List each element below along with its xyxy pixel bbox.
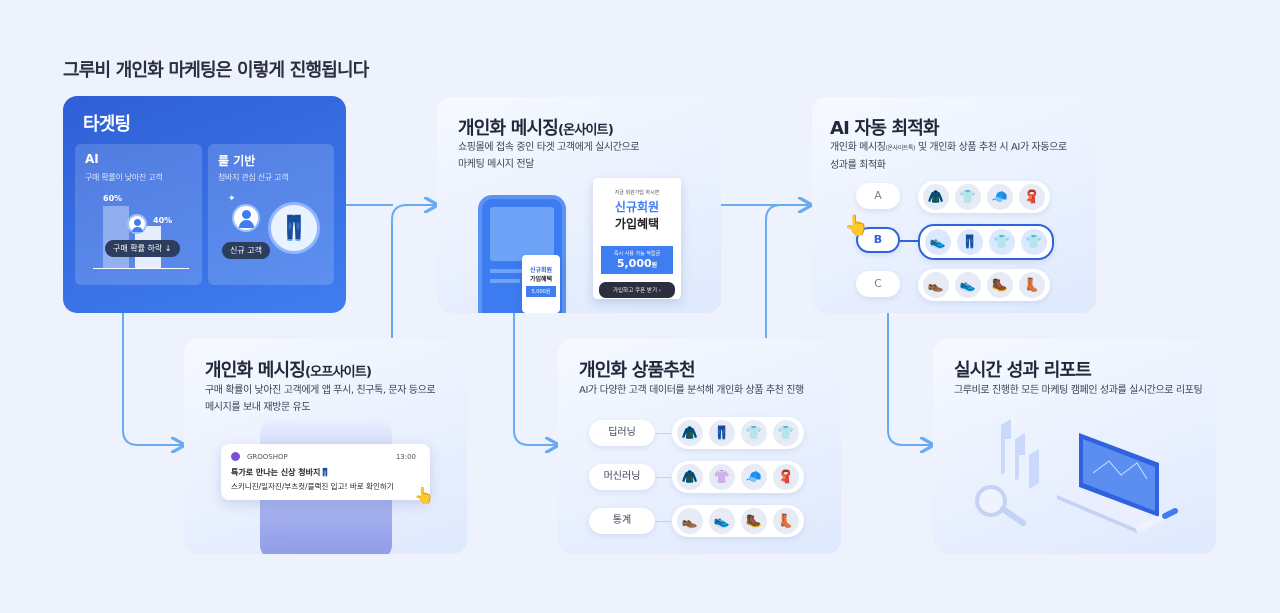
blouse-icon: 👚 (709, 464, 735, 490)
shoe-icon: 👞 (677, 508, 703, 534)
coat-icon: 🧥 (677, 464, 703, 490)
person-icon (232, 204, 260, 232)
ai-target-panel: AI 구매 확률이 낮아진 고객 60% 40% 구매 확률 하락 ↓ (75, 144, 202, 285)
coupon-cta-button[interactable]: 가입하고 쿠폰 받기 › (599, 282, 675, 298)
sneaker-icon: 👟 (925, 229, 951, 255)
mini-coupon: 신규회원 가입혜택 5,000원 (522, 255, 560, 313)
person-icon (127, 214, 147, 234)
method-machine-learning: 머신러닝 (589, 464, 655, 490)
arrow-offsite-to-onsite (391, 205, 436, 338)
variant-b-connector (900, 240, 918, 242)
scarf-icon: 🧣 (1019, 184, 1045, 210)
phone-mockup: 신규회원 가입혜택 5,000원 (478, 195, 566, 313)
report-illustration (975, 419, 1178, 533)
bar-chart-3d-icon (991, 419, 1039, 489)
ai-panel-desc: 구매 확률이 낮아진 고객 (85, 173, 163, 182)
shoe-icon: 👞 (923, 272, 949, 298)
variant-c-label: C (856, 271, 900, 297)
report-desc: 그루비로 진행한 모든 마케팅 캠페인 성과를 실시간으로 리포팅 (954, 385, 1203, 396)
ai-panel-title: AI (85, 152, 99, 166)
sparkle-icon: ✦ (228, 194, 236, 204)
onsite-title: 개인화 메시징(온사이트) (458, 118, 614, 139)
jeans-icon: 👖 (268, 202, 320, 254)
app-logo-icon (231, 452, 240, 461)
scarf-icon: 🧣 (773, 464, 799, 490)
push-notification[interactable]: GROOSHOP 13:00 특가로 만나는 신상 청바지👖 스키니진/일자진/… (221, 444, 430, 500)
rule-panel-desc: 청바지 관심 신규 고객 (218, 173, 289, 182)
ai-optimize-card: AI 자동 최적화 개인화 메시징(온사이트톡) 및 개인화 상품 추천 시 A… (812, 97, 1096, 313)
report-title: 실시간 성과 리포트 (954, 360, 1092, 381)
offsite-title: 개인화 메시징(오프사이트) (205, 360, 372, 381)
method-statistics: 통계 (589, 508, 655, 534)
recommend-desc: AI가 다양한 고객 데이터를 분석해 개인화 상품 추천 진행 (579, 385, 804, 396)
variant-c-items: 👞 👟 🥾 👢 (918, 269, 1050, 301)
tshirt-icon: 👕 (1021, 229, 1047, 255)
magnifier-icon (975, 485, 1026, 526)
cap-icon: 🧢 (741, 464, 767, 490)
boot-icon: 🥾 (741, 508, 767, 534)
arrow-recommend-to-ai (765, 204, 810, 338)
bar-60 (103, 206, 129, 268)
targeting-card: 타겟팅 AI 구매 확률이 낮아진 고객 60% 40% 구매 확률 하락 ↓ … (63, 96, 346, 313)
shirt-icon: 👕 (741, 420, 767, 446)
pointer-hand-icon: 👆 (844, 213, 869, 237)
coat-icon: 🧥 (923, 184, 949, 210)
bar-60-label: 60% (103, 194, 123, 203)
targeting-title: 타겟팅 (83, 114, 131, 135)
boot-icon: 👢 (1019, 272, 1045, 298)
realtime-report-card: 실시간 성과 리포트 그루비로 진행한 모든 마케팅 캠페인 성과를 실시간으로… (933, 339, 1216, 554)
laptop-icon (1057, 433, 1159, 533)
arrow-onsite-to-recommend (513, 313, 557, 445)
boot-icon: 🥾 (987, 272, 1013, 298)
shirt-icon: 🧥 (677, 420, 703, 446)
deep-learning-items: 🧥 👖 👕 👕 (672, 417, 804, 449)
page-title: 그루비 개인화 마케팅은 이렇게 진행됩니다 (63, 60, 369, 81)
shirt-icon: 👕 (955, 184, 981, 210)
sneaker-icon: 👟 (709, 508, 735, 534)
product-recommend-card: 개인화 상품추천 AI가 다양한 고객 데이터를 분석해 개인화 상품 추천 진… (558, 339, 841, 554)
ai-optimize-title: AI 자동 최적화 (830, 118, 940, 139)
tshirt-icon: 👕 (773, 420, 799, 446)
arrow-targeting-to-offsite (122, 313, 183, 445)
notification-body: 스키니진/일자진/부츠컷/블랙진 입고! 바로 확인하기 (231, 482, 394, 491)
shirt-icon: 👕 (989, 229, 1015, 255)
purchase-drop-badge: 구매 확률 하락 ↓ (105, 240, 180, 257)
variant-b-items: 👟 👖 👕 👕 (918, 224, 1054, 260)
notification-title: 특가로 만나는 신상 청바지👖 (231, 468, 331, 477)
cap-icon: 🧢 (987, 184, 1013, 210)
sneaker-icon: 👟 (955, 272, 981, 298)
statistics-items: 👞 👟 🥾 👢 (672, 505, 804, 537)
variant-a-items: 🧥 👕 🧢 🧣 (918, 181, 1050, 213)
baseline (93, 268, 189, 269)
method-deep-learning: 딥러닝 (589, 420, 655, 446)
notification-app-name: GROOSHOP (247, 453, 288, 461)
signup-coupon: 지금 회원가입 하시면 신규회원 가입혜택 즉시 사용 가능 적립금 5,000… (593, 178, 681, 299)
new-customer-badge: 신규 고객 (222, 242, 270, 259)
notification-time: 13:00 (395, 453, 416, 461)
recommend-title: 개인화 상품추천 (579, 360, 696, 381)
machine-learning-items: 🧥 👚 🧢 🧣 (672, 461, 804, 493)
coupon-amount-box: 즉시 사용 가능 적립금 5,000원 (601, 246, 673, 274)
jeans-icon: 👖 (957, 229, 983, 255)
variant-b-label: B (856, 227, 900, 253)
rule-target-panel: 룰 기반 청바지 관심 신규 고객 ✦ 👖 신규 고객 (208, 144, 334, 285)
pen-icon (1136, 508, 1178, 532)
arrow-ai-to-report (887, 313, 932, 445)
bar-40-label: 40% (153, 216, 173, 225)
tap-hand-icon: 👆 (414, 486, 434, 505)
variant-a-label: A (856, 183, 900, 209)
jeans-icon: 👖 (709, 420, 735, 446)
boot-icon: 👢 (773, 508, 799, 534)
rule-panel-title: 룰 기반 (218, 154, 256, 168)
